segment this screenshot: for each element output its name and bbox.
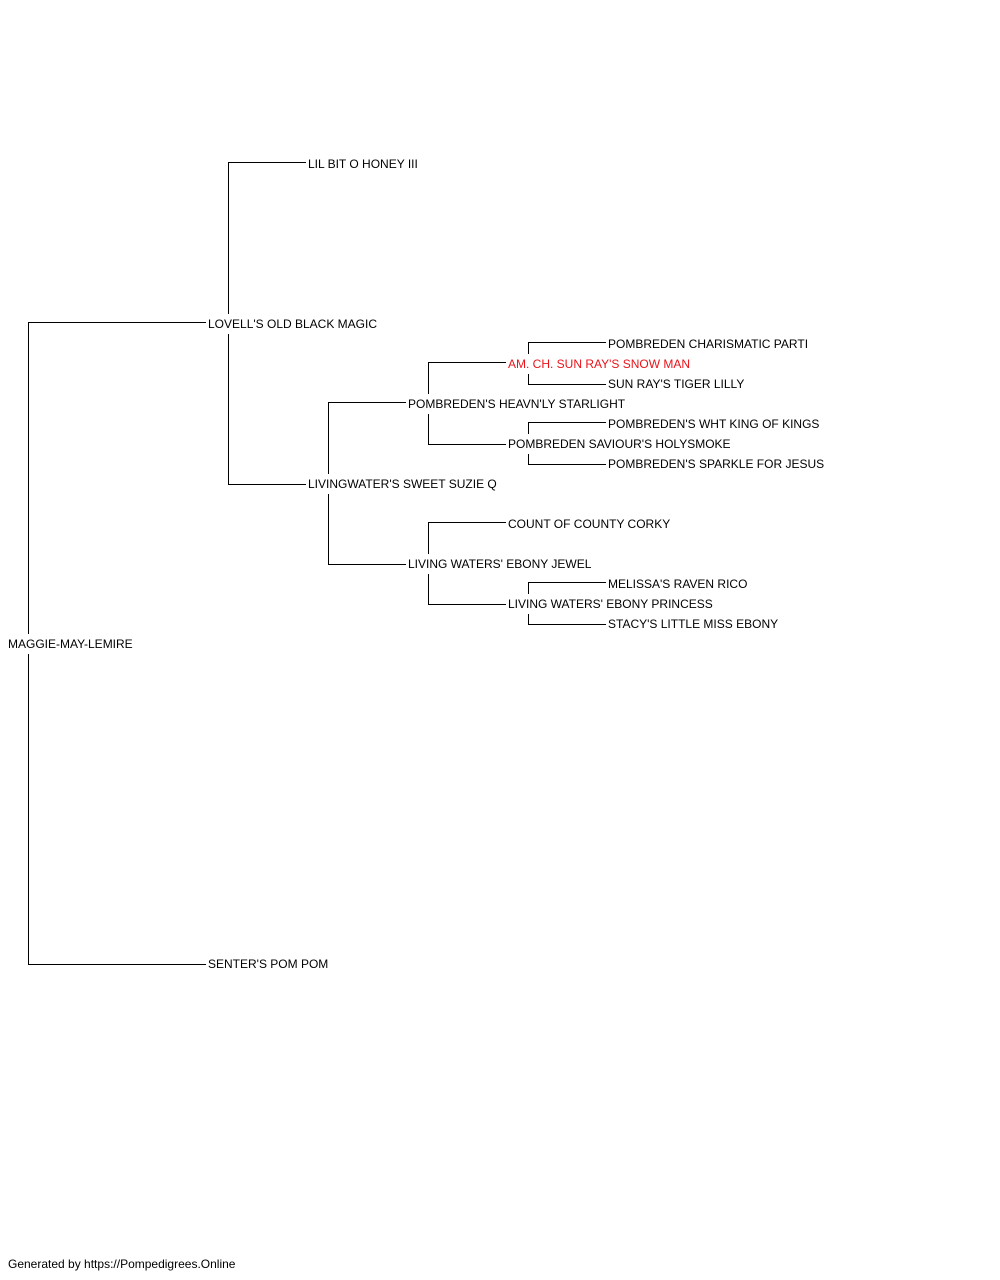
- ancestor-name[interactable]: MELISSA'S RAVEN RICO: [608, 577, 748, 591]
- dam-name[interactable]: SENTER'S POM POM: [208, 957, 329, 971]
- sire-dam-name[interactable]: LIVINGWATER'S SWEET SUZIE Q: [308, 477, 497, 491]
- connector-sdam-sire: [328, 402, 406, 474]
- sire-dam-dam-dam-name[interactable]: LIVING WATERS' EBONY PRINCESS: [508, 597, 713, 611]
- subject-dog-name[interactable]: MAGGIE-MAY-LEMIRE: [8, 637, 133, 651]
- ancestor-name[interactable]: POMBREDEN'S SPARKLE FOR JESUS: [608, 457, 825, 471]
- connector-subject-dam: [28, 654, 206, 965]
- connector-sdam-dam: [328, 494, 406, 565]
- sire-dam-dam-name[interactable]: LIVING WATERS' EBONY JEWEL: [408, 557, 592, 571]
- connector-holysmoke-sire: [528, 422, 606, 434]
- connector-starlight-dam: [428, 414, 506, 445]
- connector-jewel-sire: [428, 522, 506, 554]
- connector-sire-sire: [228, 162, 306, 314]
- connector-snowman-sire: [528, 342, 606, 354]
- ancestor-name[interactable]: STACY'S LITTLE MISS EBONY: [608, 617, 779, 631]
- sire-dam-sire-name[interactable]: POMBREDEN'S HEAVN'LY STARLIGHT: [408, 397, 626, 411]
- ancestor-name[interactable]: SUN RAY'S TIGER LILLY: [608, 377, 745, 391]
- sire-dam-dam-sire-name[interactable]: COUNT OF COUNTY CORKY: [508, 517, 671, 531]
- sire-name[interactable]: LOVELL'S OLD BLACK MAGIC: [208, 317, 378, 331]
- ancestor-name[interactable]: POMBREDEN'S WHT KING OF KINGS: [608, 417, 820, 431]
- connector-starlight-sire: [428, 362, 506, 394]
- connector-princess-sire: [528, 582, 606, 594]
- connector-jewel-dam: [428, 574, 506, 605]
- sire-sire-name[interactable]: LIL BIT O HONEY III: [308, 157, 418, 171]
- champion-ancestor-name[interactable]: AM. CH. SUN RAY'S SNOW MAN: [508, 357, 691, 371]
- generated-by-footer: Generated by https://Pompedigrees.Online: [8, 1257, 236, 1271]
- ancestor-name[interactable]: POMBREDEN CHARISMATIC PARTI: [608, 337, 809, 351]
- sire-dam-sire-dam-name[interactable]: POMBREDEN SAVIOUR'S HOLYSMOKE: [508, 437, 731, 451]
- connector-sire-dam: [228, 334, 306, 485]
- connector-princess-dam: [528, 614, 606, 625]
- connector-subject-sire: [28, 322, 206, 634]
- connector-snowman-dam: [528, 374, 606, 385]
- connector-holysmoke-dam: [528, 454, 606, 465]
